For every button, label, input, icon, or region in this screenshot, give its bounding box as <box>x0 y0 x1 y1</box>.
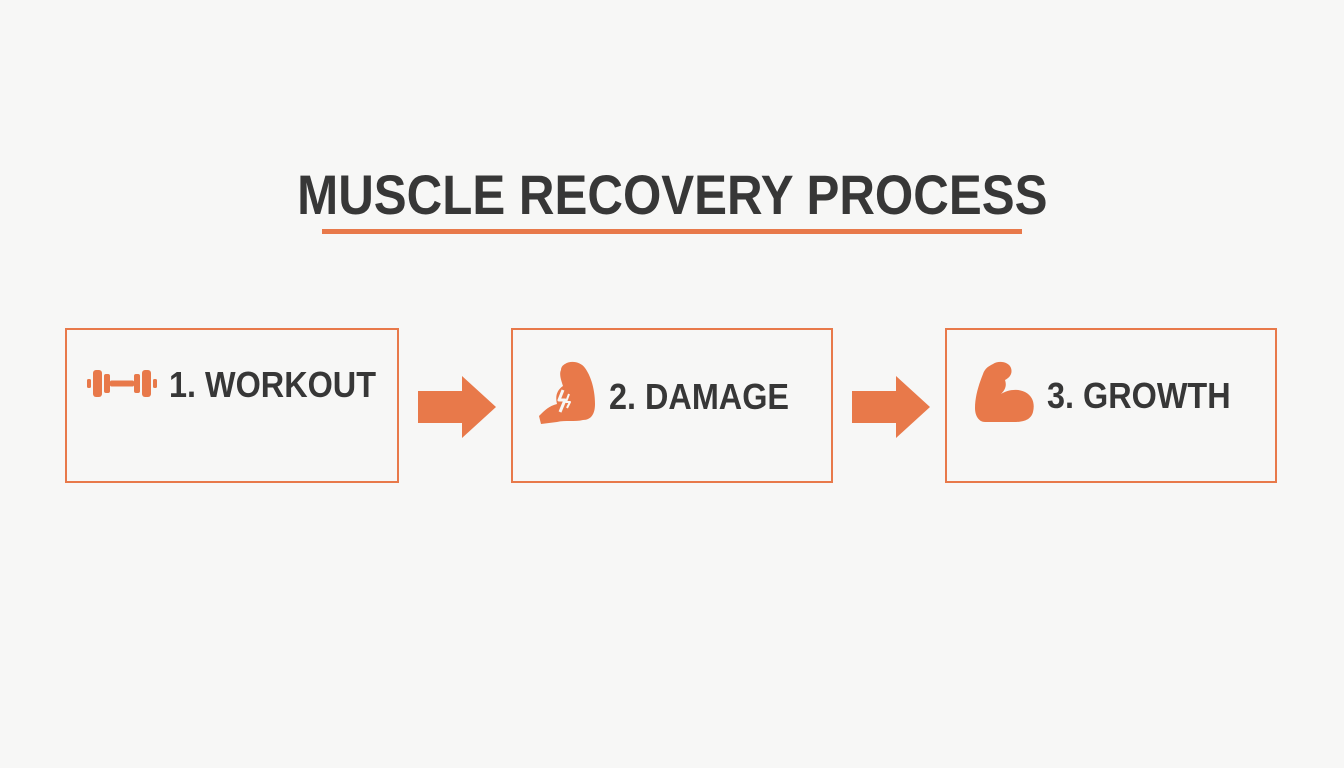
arrow-right-icon <box>418 376 496 443</box>
step-box-damage: 2. DAMAGE <box>511 328 833 483</box>
page-title: MUSCLE RECOVERY PROCESS <box>296 163 1048 226</box>
step-label-workout: 1. WORKOUT <box>169 364 376 405</box>
step-content: 3. GROWTH <box>971 360 1251 431</box>
arrow-right-icon <box>852 376 930 443</box>
step-content: 2. DAMAGE <box>535 360 809 433</box>
dumbbell-icon <box>85 365 159 406</box>
damaged-bicep-icon <box>535 360 599 433</box>
title-underline <box>322 229 1022 234</box>
title-container: MUSCLE RECOVERY PROCESS <box>0 160 1344 230</box>
step-box-workout: 1. WORKOUT <box>65 328 399 483</box>
step-label-growth: 3. GROWTH <box>1047 374 1231 416</box>
step-content: 1. WORKOUT <box>85 360 399 410</box>
flexed-bicep-icon <box>971 360 1037 431</box>
step-label-damage: 2. DAMAGE <box>609 375 790 417</box>
step-box-growth: 3. GROWTH <box>945 328 1277 483</box>
